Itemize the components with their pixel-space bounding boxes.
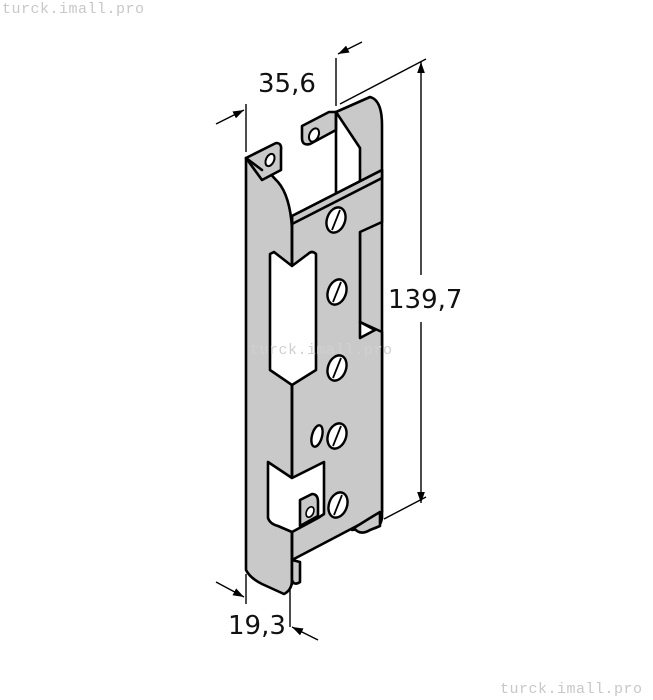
rear-ear-right-hole xyxy=(307,127,321,143)
dimension-width-label: 35,6 xyxy=(258,69,316,99)
watermark-bottom: turck.imall.pro xyxy=(500,681,643,698)
left-ear-hole xyxy=(264,152,276,168)
dimension-height-label: 139,7 xyxy=(388,285,462,315)
left-ear xyxy=(244,141,283,182)
mounting-holes xyxy=(310,206,349,519)
right-notch xyxy=(358,320,377,340)
watermark-top: turck.imall.pro xyxy=(2,1,145,18)
bottom-foot xyxy=(290,558,302,585)
dimension-depth: 19,3 xyxy=(215,574,319,641)
dimension-depth-label: 19,3 xyxy=(228,611,286,641)
rear-ear-right xyxy=(300,110,338,146)
dimension-height: 139,7 xyxy=(339,58,462,520)
bracket-body xyxy=(244,95,384,596)
dimension-width: 35,6 xyxy=(215,41,363,152)
watermark-middle: turck.imall.pro xyxy=(250,342,393,359)
upper-slot xyxy=(268,250,318,387)
